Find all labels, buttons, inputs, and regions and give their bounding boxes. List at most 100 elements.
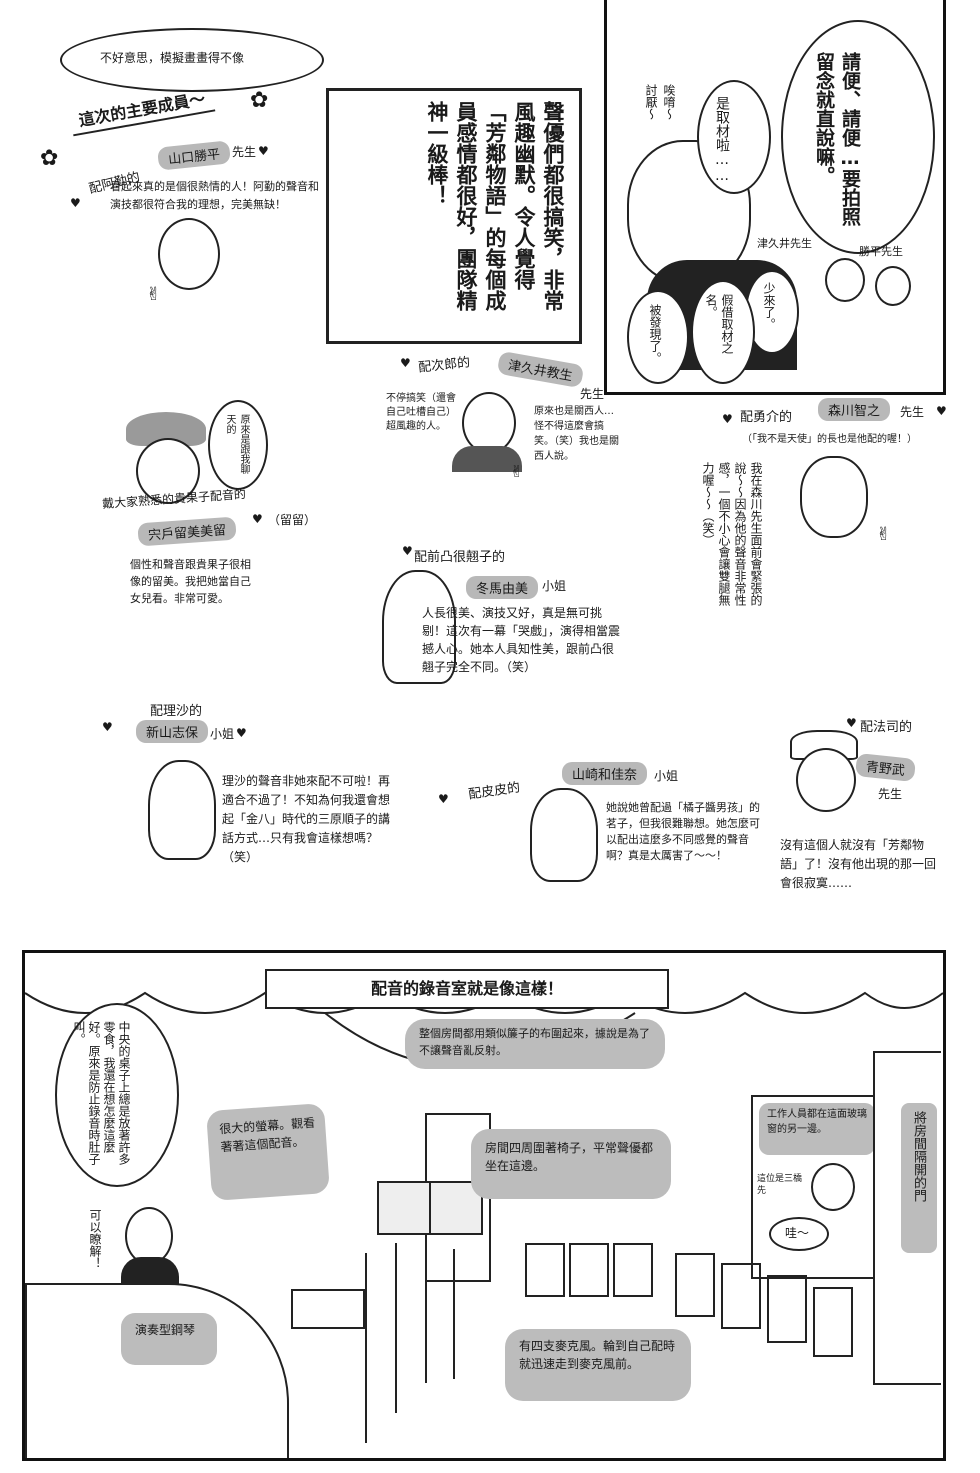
screen-note-text: 很大的螢幕。觀看著著這個配音。 [218,1115,316,1155]
cast-honorific: （留留） [268,513,317,527]
cast-comment: 沒有這個人就沒有「芳鄰物語」了！沒有他出現的那一回會很寂寞…… [780,838,937,890]
door-note: 將房間隔開的門 [901,1103,937,1253]
victory-hand-icon: ✌ [876,524,892,545]
cast-speech-bubble: 原來是跟我聊天的 [208,400,268,490]
cast-honorific: 先生 [878,787,903,801]
victory-hand-icon: ✌ [510,462,524,481]
cast-role-label: 配次郎的 [417,355,471,376]
cast-portrait [136,438,200,504]
wave-bubble: 哇～ [769,1217,829,1251]
cast-comment: 我在森川先生面前會緊張的說～～因為他的聲音非常性感，一個不小心會讓雙腿無力喔～～… [701,462,763,606]
cast-icon-note: 不停搞笑（還會自己吐槽自己）超風趣的人。 [386,393,456,432]
chairs-note-text: 房間四周圍著椅子，平常聲優都坐在這邊。 [485,1141,654,1173]
chairs-note: 房間四周圍著椅子，平常聲優都坐在這邊。 [471,1129,671,1199]
cast-portrait [158,218,220,290]
cast-honorific: 先生 [900,405,925,419]
cast-name-badge: 森川智之 [818,398,891,421]
exclaim-1: 唉唷～ [662,84,676,120]
door-note-text: 將房間隔開的門 [911,1111,926,1202]
cast-honorific: 小姐 [654,769,679,783]
heart-icon: ♥ [258,144,269,158]
heart-icon: ♥ [846,716,857,730]
microphone-stand [425,1233,427,1383]
chair [767,1275,807,1343]
speech-bubble-mid: 是取材啦…… [697,80,771,194]
chair [721,1263,761,1329]
heart-icon: ♥ [438,792,449,806]
cast-honorific: 小姐 [542,579,567,593]
speaker [377,1181,431,1235]
cast-role-label: 配皮皮的 [467,780,522,803]
chair [675,1253,715,1317]
cast-honorific: 先生 [232,145,257,159]
window-note-text: 工作人員都在這面玻璃窗的另一邊。 [767,1109,867,1135]
cast-comment: 看起來真的是個很熱情的人！阿勤的聲音和演技都很符合我的理想，完美無缺！ [110,180,319,211]
cast-comment: 人長很美、演技又好，真是無可挑剔！這次有一幕「哭戲」，演得相當震撼人心。她本人具… [422,606,621,674]
cast-icon-note: （「我不是天使」的長也是他配的喔！） [742,434,917,445]
cast-name-badge: 山崎和佳奈 [562,762,648,785]
cast-name-badge: 宍戶留美美留 [137,516,237,547]
window-note: 工作人員都在這面玻璃窗的另一邊。 [759,1103,875,1155]
small-character-face [825,258,865,302]
cast-comment: 個性和聲音跟貴果子很相像的留美。我把她當自己女兒看。非常可愛。 [130,558,251,605]
speech-bubble-mid-text: 是取材啦…… [714,96,730,184]
microphone-stand [365,1253,367,1443]
heart-icon: ♥ [402,544,413,558]
flower-icon: ✿ [250,88,269,113]
speech-bubble-c: 被發現了。 [627,290,689,384]
label-tsukui: 津久井先生 [757,237,812,250]
heart-icon: ♥ [252,512,263,526]
window-label: 這位是三橋先 [757,1174,803,1196]
cast-role-label: 配前凸很翹子的 [414,550,506,565]
microphone-stand [395,1243,397,1413]
small-character-face [875,266,911,306]
heart-icon: ♥ [936,404,947,418]
cast-name-badge: 新山志保 [136,720,209,743]
studio-panel: 配音的錄音室就是像這樣！ 整個房間都用類似簾子的布圍起來，據說是為了不讓聲音亂反… [22,950,946,1461]
label-katsuhei: 勝平先生 [859,245,903,258]
cast-portrait [530,788,598,882]
chair [613,1243,653,1297]
heart-icon: ♥ [70,196,81,210]
cast-comment: 她說她曾配過「橘子醬男孩」的茗子，但我很難聯想。她怎麼可以配出這麼多不同感覺的聲… [606,801,760,862]
victory-hand-icon: ✌ [146,284,162,305]
piano-note-text: 演奏型鋼琴 [135,1323,196,1337]
left-speech-bubble-text: 中央的桌子上總是放著許多零食，我還在想怎麼這麼好。原來是防止錄音時肚子叫。 [72,1021,131,1165]
cast-honorific: 小姐 [210,727,235,741]
cast-role-label: 戴大家熟悉的貴果子配音的 [101,486,247,512]
center-text: 聲優們都很搞笑，非常風趣幽默。令人覺得「芳鄰物語」的每個成員感情都很好，團隊精神… [425,101,565,311]
curtain-note-text: 整個房間都用類似簾子的布圍起來，據說是為了不讓聲音亂反射。 [419,1027,650,1057]
author-portrait [125,1207,173,1265]
speech-bubble-a: 少來了。 [745,270,799,354]
piano [25,1283,289,1458]
chair [813,1287,853,1357]
members-title: 這次的主要成員～ [68,83,216,137]
heart-icon: ♥ [722,412,733,426]
snack-table [291,1289,365,1329]
flower-icon: ✿ [40,146,59,171]
heart-icon: ♥ [236,726,247,740]
cast-portrait [796,748,856,812]
cast-honorific: 先生 [580,387,605,401]
left-speech-bubble: 中央的桌子上總是放著許多零食，我還在想怎麼這麼好。原來是防止錄音時肚子叫。 [55,1003,179,1187]
cast-role-label: 配理沙的 [150,704,203,719]
cast-portrait [462,392,516,454]
heart-icon: ♥ [102,720,113,734]
speech-bubble-a-text: 少來了。 [762,282,776,330]
cast-portrait [382,570,456,684]
mic-note-text: 有四支麥克風。輪到自己配時就迅速走到麥克風前。 [519,1339,676,1371]
cast-name-badge: 津久井教生 [496,350,585,389]
intro-bubble: 不好意思，模擬畫畫得不像 [60,28,324,92]
cast-role-label: 配法司的 [860,720,913,735]
speech-bubble-main: 請便、請便…要拍照留念就直說嘛。 [781,20,935,254]
intro-bubble-text: 不好意思，模擬畫畫得不像 [100,51,245,65]
cast-shirt [452,446,522,472]
cast-comment: 原來也是關西人…怪不得這麼會搞笑。（笑）我也是關西人說。 [534,406,619,462]
speech-bubble-main-text: 請便、請便…要拍照留念就直說嘛。 [813,52,861,226]
top-panel: 請便、請便…要拍照留念就直說嘛。 是取材啦…… 唉唷～ 討厭～ 津久井先生 勝平… [604,0,946,395]
cast-portrait [800,456,868,538]
exclaim-2: 討厭～ [644,84,658,120]
staff-portrait [811,1163,855,1211]
curtain-note: 整個房間都用類似簾子的布圍起來，據說是為了不讓聲音亂反射。 [405,1019,665,1069]
understand-text: 可以瞭解！ [88,1209,102,1269]
